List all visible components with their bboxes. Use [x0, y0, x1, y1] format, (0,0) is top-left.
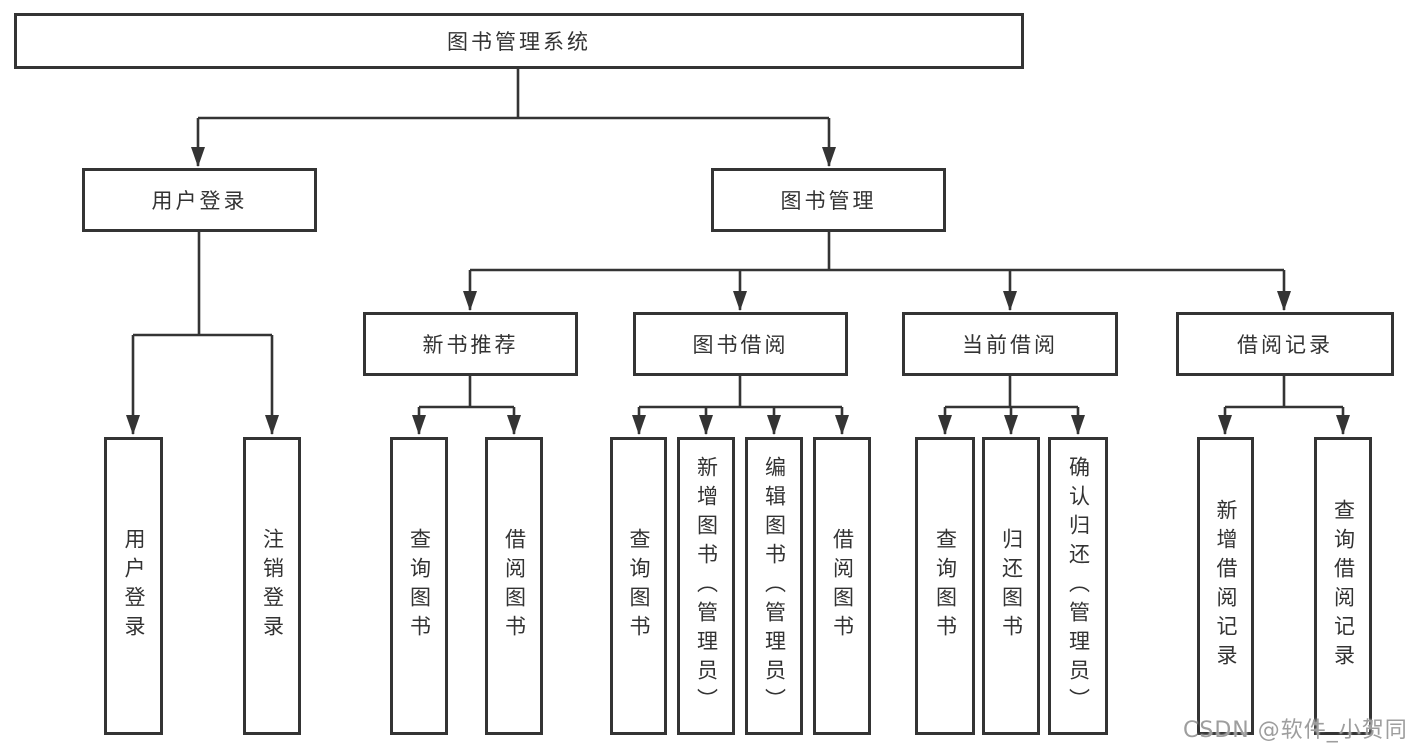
connector-user-login-children — [126, 232, 279, 435]
connector-new-book-recommend-children — [412, 376, 521, 435]
leaf-nbr-query-books-label: 查询图书 — [407, 528, 432, 644]
connector-line — [198, 69, 829, 120]
node-new-book-recommend-label: 新书推荐 — [422, 333, 519, 357]
node-new-book-recommend: 新书推荐 — [363, 312, 578, 376]
leaf-nbr-borrow-books-label: 借阅图书 — [502, 528, 527, 644]
leaf-cb-return-books-label: 归还图书 — [999, 528, 1024, 644]
leaf-user-login: 用户登录 — [104, 437, 163, 735]
leaf-user-login-label: 用户登录 — [122, 528, 146, 644]
leaf-bb-add-books-admin: 新增图书（管理员） — [677, 437, 735, 735]
leaf-cb-query-books-label: 查询图书 — [933, 528, 958, 644]
node-user-login-label: 用户登录 — [151, 189, 248, 213]
leaf-bb-edit-books-admin: 编辑图书（管理员） — [745, 437, 803, 735]
node-current-borrow-label: 当前借阅 — [962, 333, 1058, 357]
connector-root-children — [191, 69, 836, 167]
leaf-bb-borrow-books-label: 借阅图书 — [830, 528, 855, 644]
leaf-br-query-record-label: 查询借阅记录 — [1331, 499, 1356, 673]
connector-book-borrow-children — [632, 376, 849, 435]
node-book-borrow: 图书借阅 — [633, 312, 848, 376]
leaf-bb-add-books-admin-label: 新增图书（管理员） — [694, 455, 719, 717]
node-root-label: 图书管理系统 — [447, 30, 591, 54]
node-book-management-label: 图书管理 — [780, 189, 877, 213]
connector-line — [639, 376, 842, 409]
node-root: 图书管理系统 — [14, 13, 1024, 69]
leaf-nbr-query-books: 查询图书 — [390, 437, 448, 735]
leaf-bb-query-books: 查询图书 — [610, 437, 667, 735]
leaf-bb-edit-books-admin-label: 编辑图书（管理员） — [762, 455, 787, 717]
connector-line — [133, 232, 272, 337]
connector-line — [419, 376, 514, 409]
connector-current-borrow-children — [938, 376, 1085, 435]
leaf-logout-label: 注销登录 — [260, 528, 285, 644]
node-current-borrow: 当前借阅 — [902, 312, 1118, 376]
leaf-cb-confirm-return-admin: 确认归还（管理员） — [1048, 437, 1108, 735]
node-borrow-records-label: 借阅记录 — [1237, 333, 1333, 357]
node-book-management: 图书管理 — [711, 168, 946, 232]
connector-line — [470, 232, 1284, 272]
watermark-text: CSDN @软件_小贺同学 — [1183, 718, 1405, 743]
node-book-borrow-label: 图书借阅 — [692, 333, 789, 357]
connector-borrow-records-children — [1218, 376, 1350, 435]
node-borrow-records: 借阅记录 — [1176, 312, 1394, 376]
leaf-logout: 注销登录 — [243, 437, 301, 735]
leaf-br-add-record-label: 新增借阅记录 — [1214, 499, 1238, 673]
connector-line — [945, 376, 1078, 409]
connector-book-management-children — [463, 232, 1291, 311]
node-user-login: 用户登录 — [82, 168, 317, 232]
leaf-bb-borrow-books: 借阅图书 — [813, 437, 871, 735]
leaf-cb-return-books: 归还图书 — [982, 437, 1040, 735]
leaf-cb-query-books: 查询图书 — [915, 437, 975, 735]
leaf-cb-confirm-return-admin-label: 确认归还（管理员） — [1066, 455, 1091, 717]
connector-line — [1225, 376, 1343, 409]
leaf-br-query-record: 查询借阅记录 — [1314, 437, 1372, 735]
leaf-bb-query-books-label: 查询图书 — [627, 528, 651, 644]
leaf-br-add-record: 新增借阅记录 — [1197, 437, 1254, 735]
leaf-nbr-borrow-books: 借阅图书 — [485, 437, 543, 735]
